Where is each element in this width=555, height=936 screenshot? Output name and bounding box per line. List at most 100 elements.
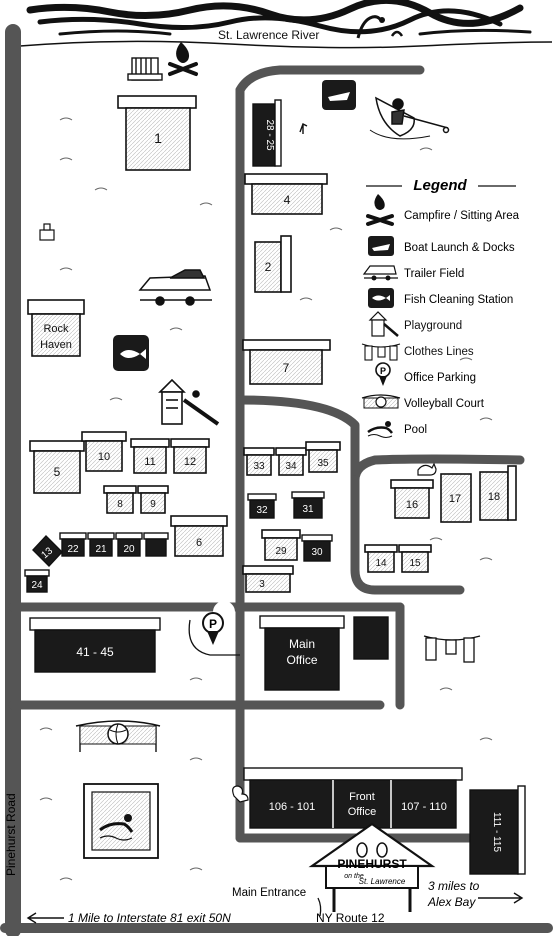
rock-haven[interactable]: Rock Haven bbox=[27, 299, 85, 357]
legend-item-volleyball: Volleyball Court bbox=[361, 394, 485, 410]
legend: Legend Campfire / Sitting Area Boat Laun… bbox=[361, 177, 520, 438]
cabin-9[interactable]: 9 bbox=[137, 485, 169, 514]
svg-text:Fish Cleaning Station: Fish Cleaning Station bbox=[404, 294, 513, 306]
cabin-7[interactable]: 7 bbox=[242, 339, 331, 385]
east-inner-lane bbox=[350, 475, 465, 595]
svg-text:20: 20 bbox=[123, 544, 135, 555]
river: St. Lawrence River bbox=[19, 0, 553, 49]
cabin-28-25[interactable]: 28 - 25 bbox=[252, 99, 282, 167]
svg-text:24: 24 bbox=[31, 580, 43, 591]
svg-text:Rock: Rock bbox=[43, 323, 69, 335]
svg-text:P: P bbox=[380, 366, 386, 376]
road-network bbox=[0, 24, 553, 936]
sign-brand: PINEHURST bbox=[337, 857, 407, 871]
svg-text:41 - 45: 41 - 45 bbox=[76, 645, 114, 659]
cabin-21[interactable]: 21 bbox=[87, 532, 115, 557]
cabin-12[interactable]: 12 bbox=[170, 438, 210, 474]
svg-text:33: 33 bbox=[253, 461, 265, 472]
cabin-16[interactable]: 16 bbox=[390, 479, 434, 519]
east-loop-lane bbox=[235, 395, 525, 485]
main-entrance-arrow bbox=[317, 897, 322, 917]
svg-text:111 - 115: 111 - 115 bbox=[491, 812, 502, 852]
adirondack-chair-icon bbox=[127, 57, 163, 81]
cabin-13[interactable]: 13 bbox=[32, 534, 63, 568]
alex-bay-label-2: Alex Bay bbox=[427, 895, 476, 909]
interstate-label: 1 Mile to Interstate 81 exit 50N bbox=[68, 911, 231, 925]
alex-bay-label-1: 3 miles to bbox=[428, 879, 480, 893]
cabin-35[interactable]: 35 bbox=[305, 441, 341, 473]
legend-item-playground: Playground bbox=[368, 311, 462, 337]
front-office-complex[interactable]: 106 - 101 Front Office 107 - 110 bbox=[243, 767, 463, 829]
alex-bay-arrow bbox=[478, 892, 524, 904]
svg-text:10: 10 bbox=[98, 451, 110, 463]
volleyball-court[interactable] bbox=[75, 720, 161, 752]
cabin-2[interactable]: 2 bbox=[254, 235, 292, 293]
dock-heron-icon bbox=[299, 123, 308, 134]
svg-text:22: 22 bbox=[67, 544, 79, 555]
cabin-19[interactable] bbox=[143, 532, 169, 557]
cabin-14[interactable]: 14 bbox=[364, 544, 398, 573]
cabin-24[interactable]: 24 bbox=[24, 569, 50, 593]
river-loop-lane bbox=[235, 65, 425, 95]
legend-item-trailer: Trailer Field bbox=[362, 265, 464, 281]
svg-text:32: 32 bbox=[256, 505, 268, 516]
main-entrance-label: Main Entrance bbox=[232, 887, 306, 899]
sandcastle-icon bbox=[39, 223, 55, 241]
cabin-15[interactable]: 15 bbox=[398, 544, 432, 573]
cabin-8[interactable]: 8 bbox=[103, 485, 137, 514]
cabin-22[interactable]: 22 bbox=[59, 532, 87, 557]
cabin-10[interactable]: 10 bbox=[81, 431, 127, 472]
office-annex[interactable] bbox=[353, 616, 389, 660]
route-12-label: NY Route 12 bbox=[316, 911, 385, 925]
cabin-34[interactable]: 34 bbox=[275, 447, 307, 476]
svg-text:Haven: Haven bbox=[40, 339, 72, 351]
boat-launch-icon bbox=[322, 80, 356, 110]
river-label: St. Lawrence River bbox=[218, 28, 319, 42]
svg-text:Volleyball Court: Volleyball Court bbox=[404, 398, 485, 410]
cabins: 1 4 2 7 Rock Haven bbox=[27, 95, 517, 593]
cabin-4[interactable]: 4 bbox=[244, 173, 328, 215]
svg-text:7: 7 bbox=[283, 361, 290, 375]
svg-text:Pool: Pool bbox=[404, 424, 427, 436]
svg-text:Trailer Field: Trailer Field bbox=[404, 268, 464, 280]
cabin-31[interactable]: 31 bbox=[291, 491, 325, 519]
cabin-32[interactable]: 32 bbox=[247, 493, 277, 519]
cabin-20[interactable]: 20 bbox=[115, 532, 143, 557]
cabin-30[interactable]: 30 bbox=[301, 534, 333, 562]
volleyball-icon bbox=[107, 723, 129, 745]
cabins-41-45[interactable]: 41 - 45 bbox=[29, 617, 161, 673]
cabin-33[interactable]: 33 bbox=[243, 447, 275, 476]
cabin-6[interactable]: 6 bbox=[170, 515, 228, 557]
svg-text:30: 30 bbox=[311, 547, 323, 558]
svg-text:Main: Main bbox=[289, 637, 315, 651]
cabin-1[interactable]: 1 bbox=[117, 95, 197, 171]
svg-text:Office Parking: Office Parking bbox=[404, 372, 476, 384]
svg-text:107 - 110: 107 - 110 bbox=[401, 801, 447, 813]
main-office[interactable]: Main Office bbox=[259, 615, 345, 691]
svg-text:31: 31 bbox=[302, 504, 314, 515]
svg-text:16: 16 bbox=[406, 499, 418, 511]
svg-text:11: 11 bbox=[144, 456, 155, 468]
legend-item-pool: Pool bbox=[367, 421, 427, 438]
cabin-5[interactable]: 5 bbox=[29, 440, 85, 494]
trailer-icon bbox=[138, 269, 212, 306]
cabin-3[interactable]: 3 bbox=[242, 565, 294, 593]
legend-item-campfire: Campfire / Sitting Area bbox=[366, 194, 520, 226]
pool[interactable] bbox=[83, 783, 159, 859]
svg-text:9: 9 bbox=[150, 499, 156, 510]
svg-text:1: 1 bbox=[154, 130, 162, 146]
cabins-111-115[interactable]: 111 - 115 bbox=[469, 785, 526, 875]
svg-text:29: 29 bbox=[275, 546, 287, 557]
campfire-icon bbox=[168, 42, 198, 76]
playground-icon bbox=[158, 378, 220, 426]
squirrel-icon bbox=[232, 785, 249, 803]
cabin-29[interactable]: 29 bbox=[261, 529, 301, 561]
svg-text:28 - 25: 28 - 25 bbox=[264, 119, 275, 151]
cabin-17[interactable]: 17 bbox=[440, 473, 472, 523]
cabin-18[interactable]: 18 bbox=[479, 465, 517, 521]
legend-item-boat-launch: Boat Launch & Docks bbox=[368, 236, 515, 256]
fish-cleaning-icon bbox=[113, 335, 149, 371]
svg-text:6: 6 bbox=[196, 537, 202, 549]
rowboat-icon bbox=[369, 96, 450, 140]
cabin-11[interactable]: 11 bbox=[130, 438, 170, 474]
